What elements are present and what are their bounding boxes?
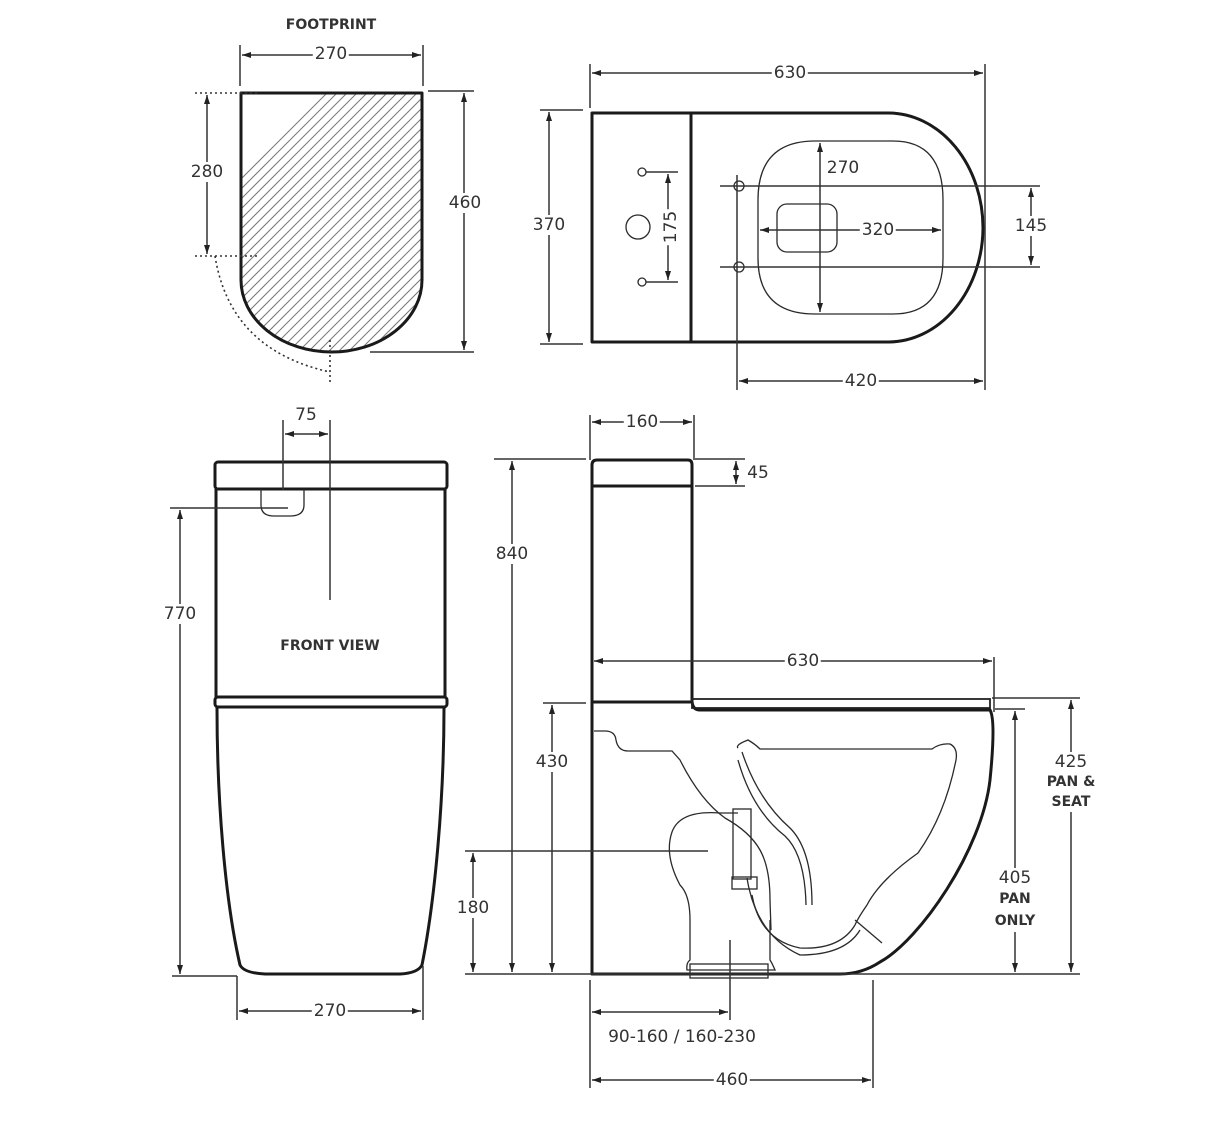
seat-opening-width-label: 270 [826,158,860,178]
pan-seat-label-1: PAN & [1046,774,1096,790]
cistern-holes-spacing-label: 175 [661,208,681,246]
pan-seat-height-block: 425 PAN & SEAT [1042,752,1100,812]
pan-only-label-2: ONLY [994,913,1036,929]
top-view [540,64,1040,390]
button-offset-label: 75 [295,405,317,425]
pan-only-label-1: PAN [999,891,1031,907]
cistern-base-height-label: 430 [533,752,571,772]
base-length-label: 460 [713,1070,751,1090]
footprint-width-label: 270 [312,44,350,64]
hinge-to-front-label: 420 [842,371,880,391]
button-height-label: 770 [161,604,199,624]
seat-opening-length-label: 320 [859,220,897,240]
front-view-title: FRONT VIEW [280,638,380,654]
front-view [170,420,449,1020]
footprint-straight-depth-label: 280 [188,162,226,182]
side-length-label: 630 [784,651,822,671]
pan-only-height-block: 405 PAN ONLY [989,868,1041,932]
top-length-label: 630 [771,63,809,83]
footprint-total-depth-label: 460 [446,193,484,213]
seat-opening [757,140,944,315]
set-out-label: 90-160 / 160-230 [608,1027,756,1047]
footprint-view [195,45,474,382]
outlet-height-label: 180 [454,898,492,918]
pan-seat-height-label: 425 [1054,752,1088,772]
hinge-spacing-label: 145 [1012,216,1050,236]
overall-height-label: 840 [493,544,531,564]
front-base-width-label: 270 [311,1001,349,1021]
cistern-depth-label: 160 [623,412,661,432]
pan-seat-label-2: SEAT [1051,794,1091,810]
pan-only-height-label: 405 [998,868,1032,888]
lid-thickness-label: 45 [747,463,769,483]
footprint-title: FOOTPRINT [285,17,377,33]
top-width-label: 370 [530,215,568,235]
footprint-outline [239,91,424,354]
top-view-outline [590,111,985,344]
